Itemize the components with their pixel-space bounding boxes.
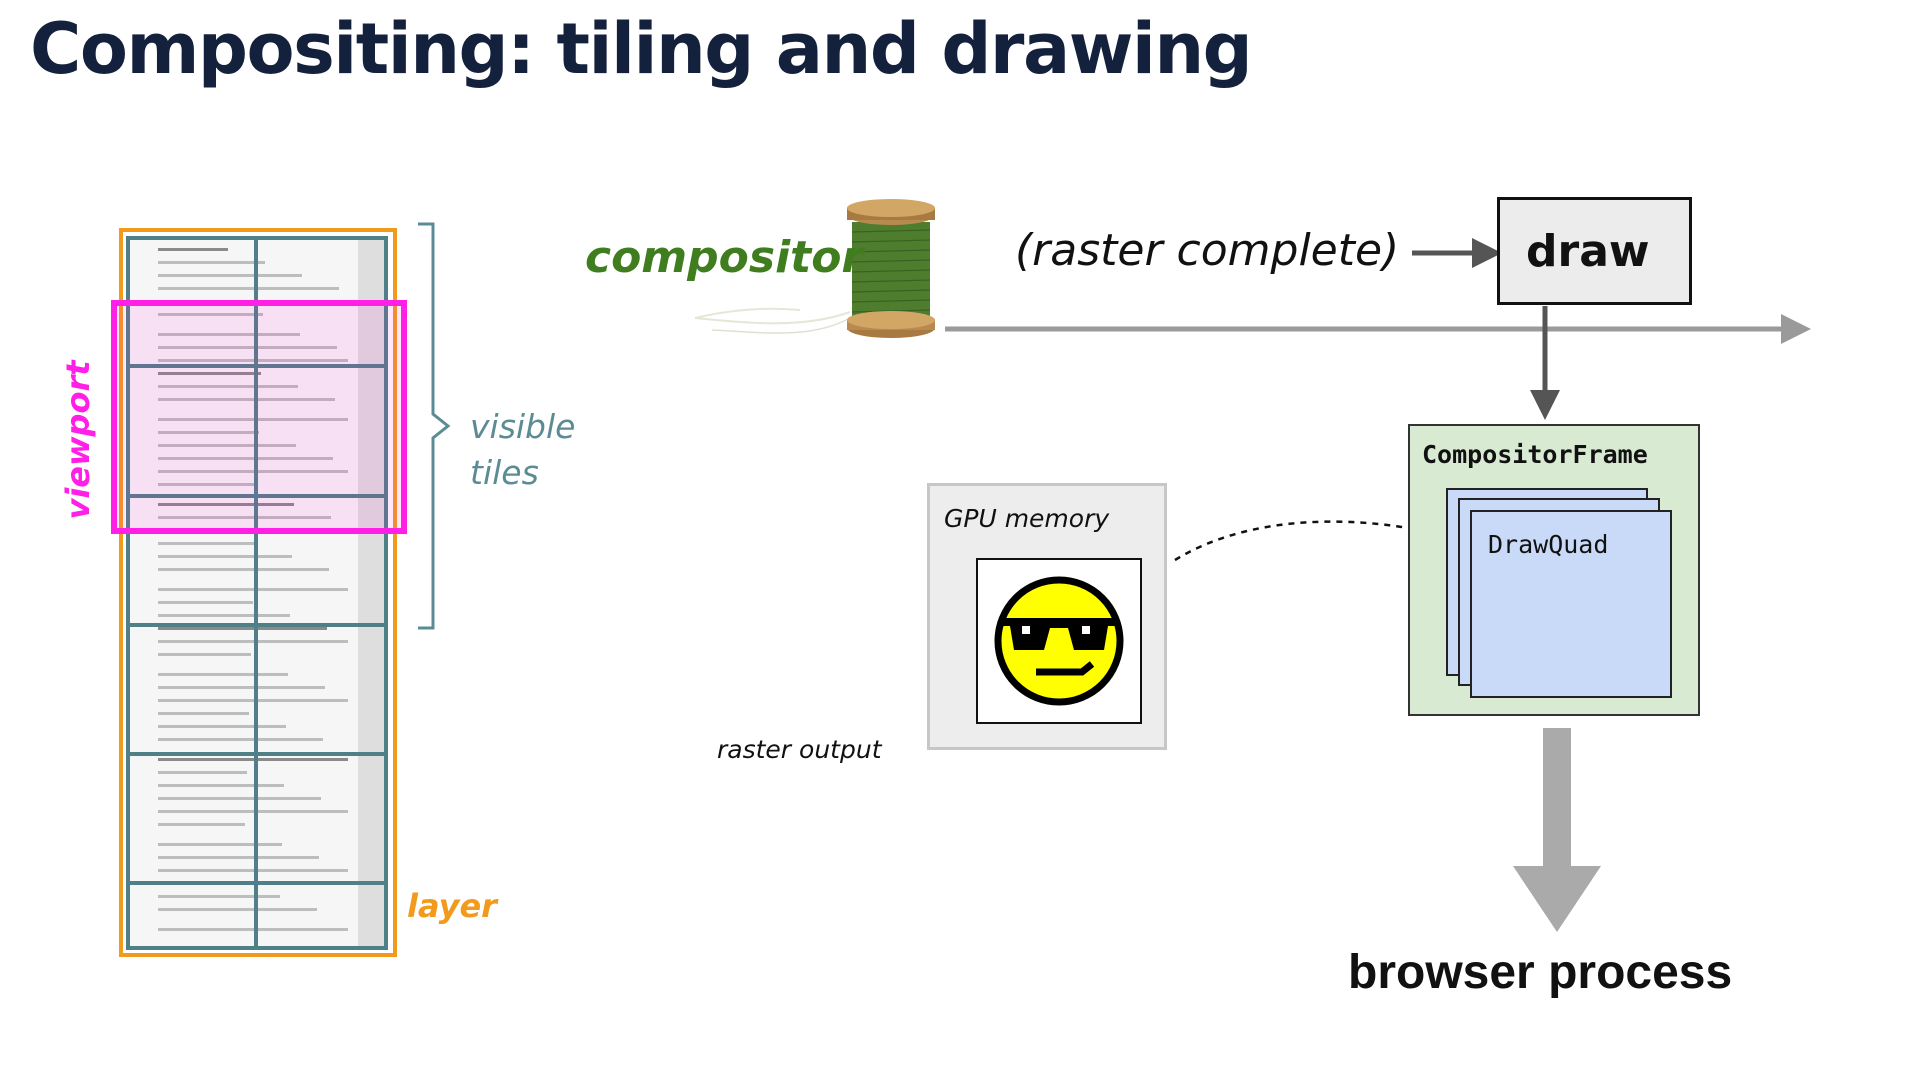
compositor-frame-label: CompositorFrame	[1422, 440, 1648, 469]
gpu-memory-label: GPU memory	[944, 504, 1110, 533]
text-line	[158, 686, 325, 689]
text-line	[158, 346, 337, 349]
text-line	[158, 928, 348, 931]
text-line	[158, 725, 286, 728]
text-line	[158, 359, 348, 362]
text-line	[158, 333, 300, 336]
layer-label: layer	[407, 887, 497, 925]
text-line	[158, 261, 265, 264]
text-line	[158, 810, 348, 813]
text-line	[158, 555, 292, 558]
text-line	[158, 640, 348, 643]
text-line	[158, 797, 321, 800]
text-line	[158, 398, 335, 401]
text-line	[158, 457, 333, 460]
visible-tiles-label-line1: visible	[470, 407, 576, 446]
text-line	[158, 856, 319, 859]
text-line	[158, 653, 251, 656]
text-line	[158, 895, 280, 898]
text-line	[158, 601, 253, 604]
text-line	[158, 418, 348, 421]
text-line	[158, 287, 339, 290]
text-line	[158, 568, 329, 571]
text-line	[158, 738, 323, 741]
text-line	[158, 588, 348, 591]
page-title: Compositing: tiling and drawing	[30, 8, 1253, 90]
layer-outline	[119, 228, 397, 957]
compositor-frame-box: CompositorFrame DrawQuad	[1408, 424, 1700, 716]
visible-tiles-label-line2: tiles	[470, 453, 539, 492]
draw-quad-card: DrawQuad	[1470, 510, 1672, 698]
viewport-label: viewport	[59, 360, 97, 520]
text-line	[158, 313, 263, 316]
browser-process-arrow	[1513, 728, 1601, 932]
text-line	[158, 908, 317, 911]
text-line	[158, 614, 290, 617]
text-line	[158, 372, 261, 375]
draw-step-box: draw	[1497, 197, 1692, 305]
text-line	[158, 673, 288, 676]
visible-tiles-brace	[418, 222, 451, 630]
raster-tile-image	[976, 558, 1142, 724]
viewport-rect	[111, 300, 407, 534]
text-line	[158, 823, 245, 826]
text-line	[158, 627, 327, 630]
text-line	[158, 542, 255, 545]
dotted-connector	[1174, 520, 1409, 562]
text-line	[158, 444, 296, 447]
text-line	[158, 470, 348, 473]
gpu-memory-box: GPU memory	[927, 483, 1167, 750]
text-line	[158, 699, 348, 702]
text-line	[158, 758, 348, 761]
text-line	[158, 771, 247, 774]
text-line	[158, 503, 294, 506]
text-line	[158, 385, 298, 388]
text-line	[158, 869, 348, 872]
text-line	[158, 248, 228, 251]
thread-spool-icon	[694, 199, 935, 338]
text-line	[158, 431, 259, 434]
draw-label: draw	[1526, 226, 1650, 277]
text-line	[158, 784, 284, 787]
compositor-label: compositor	[585, 232, 864, 283]
raster-output-label: raster output	[717, 735, 882, 764]
text-line	[158, 843, 282, 846]
browser-process-label: browser process	[1348, 946, 1733, 999]
raster-complete-label: (raster complete)	[1015, 225, 1400, 276]
draw-quad-label: DrawQuad	[1488, 530, 1609, 559]
text-line	[158, 274, 302, 277]
text-line	[158, 483, 257, 486]
text-line	[158, 516, 331, 519]
sunglasses-smiley-icon	[994, 576, 1124, 706]
text-line	[158, 712, 249, 715]
tile-grid	[126, 236, 388, 950]
page-text-lines	[158, 248, 348, 931]
visible-tiles-label: visible tiles	[470, 404, 575, 496]
